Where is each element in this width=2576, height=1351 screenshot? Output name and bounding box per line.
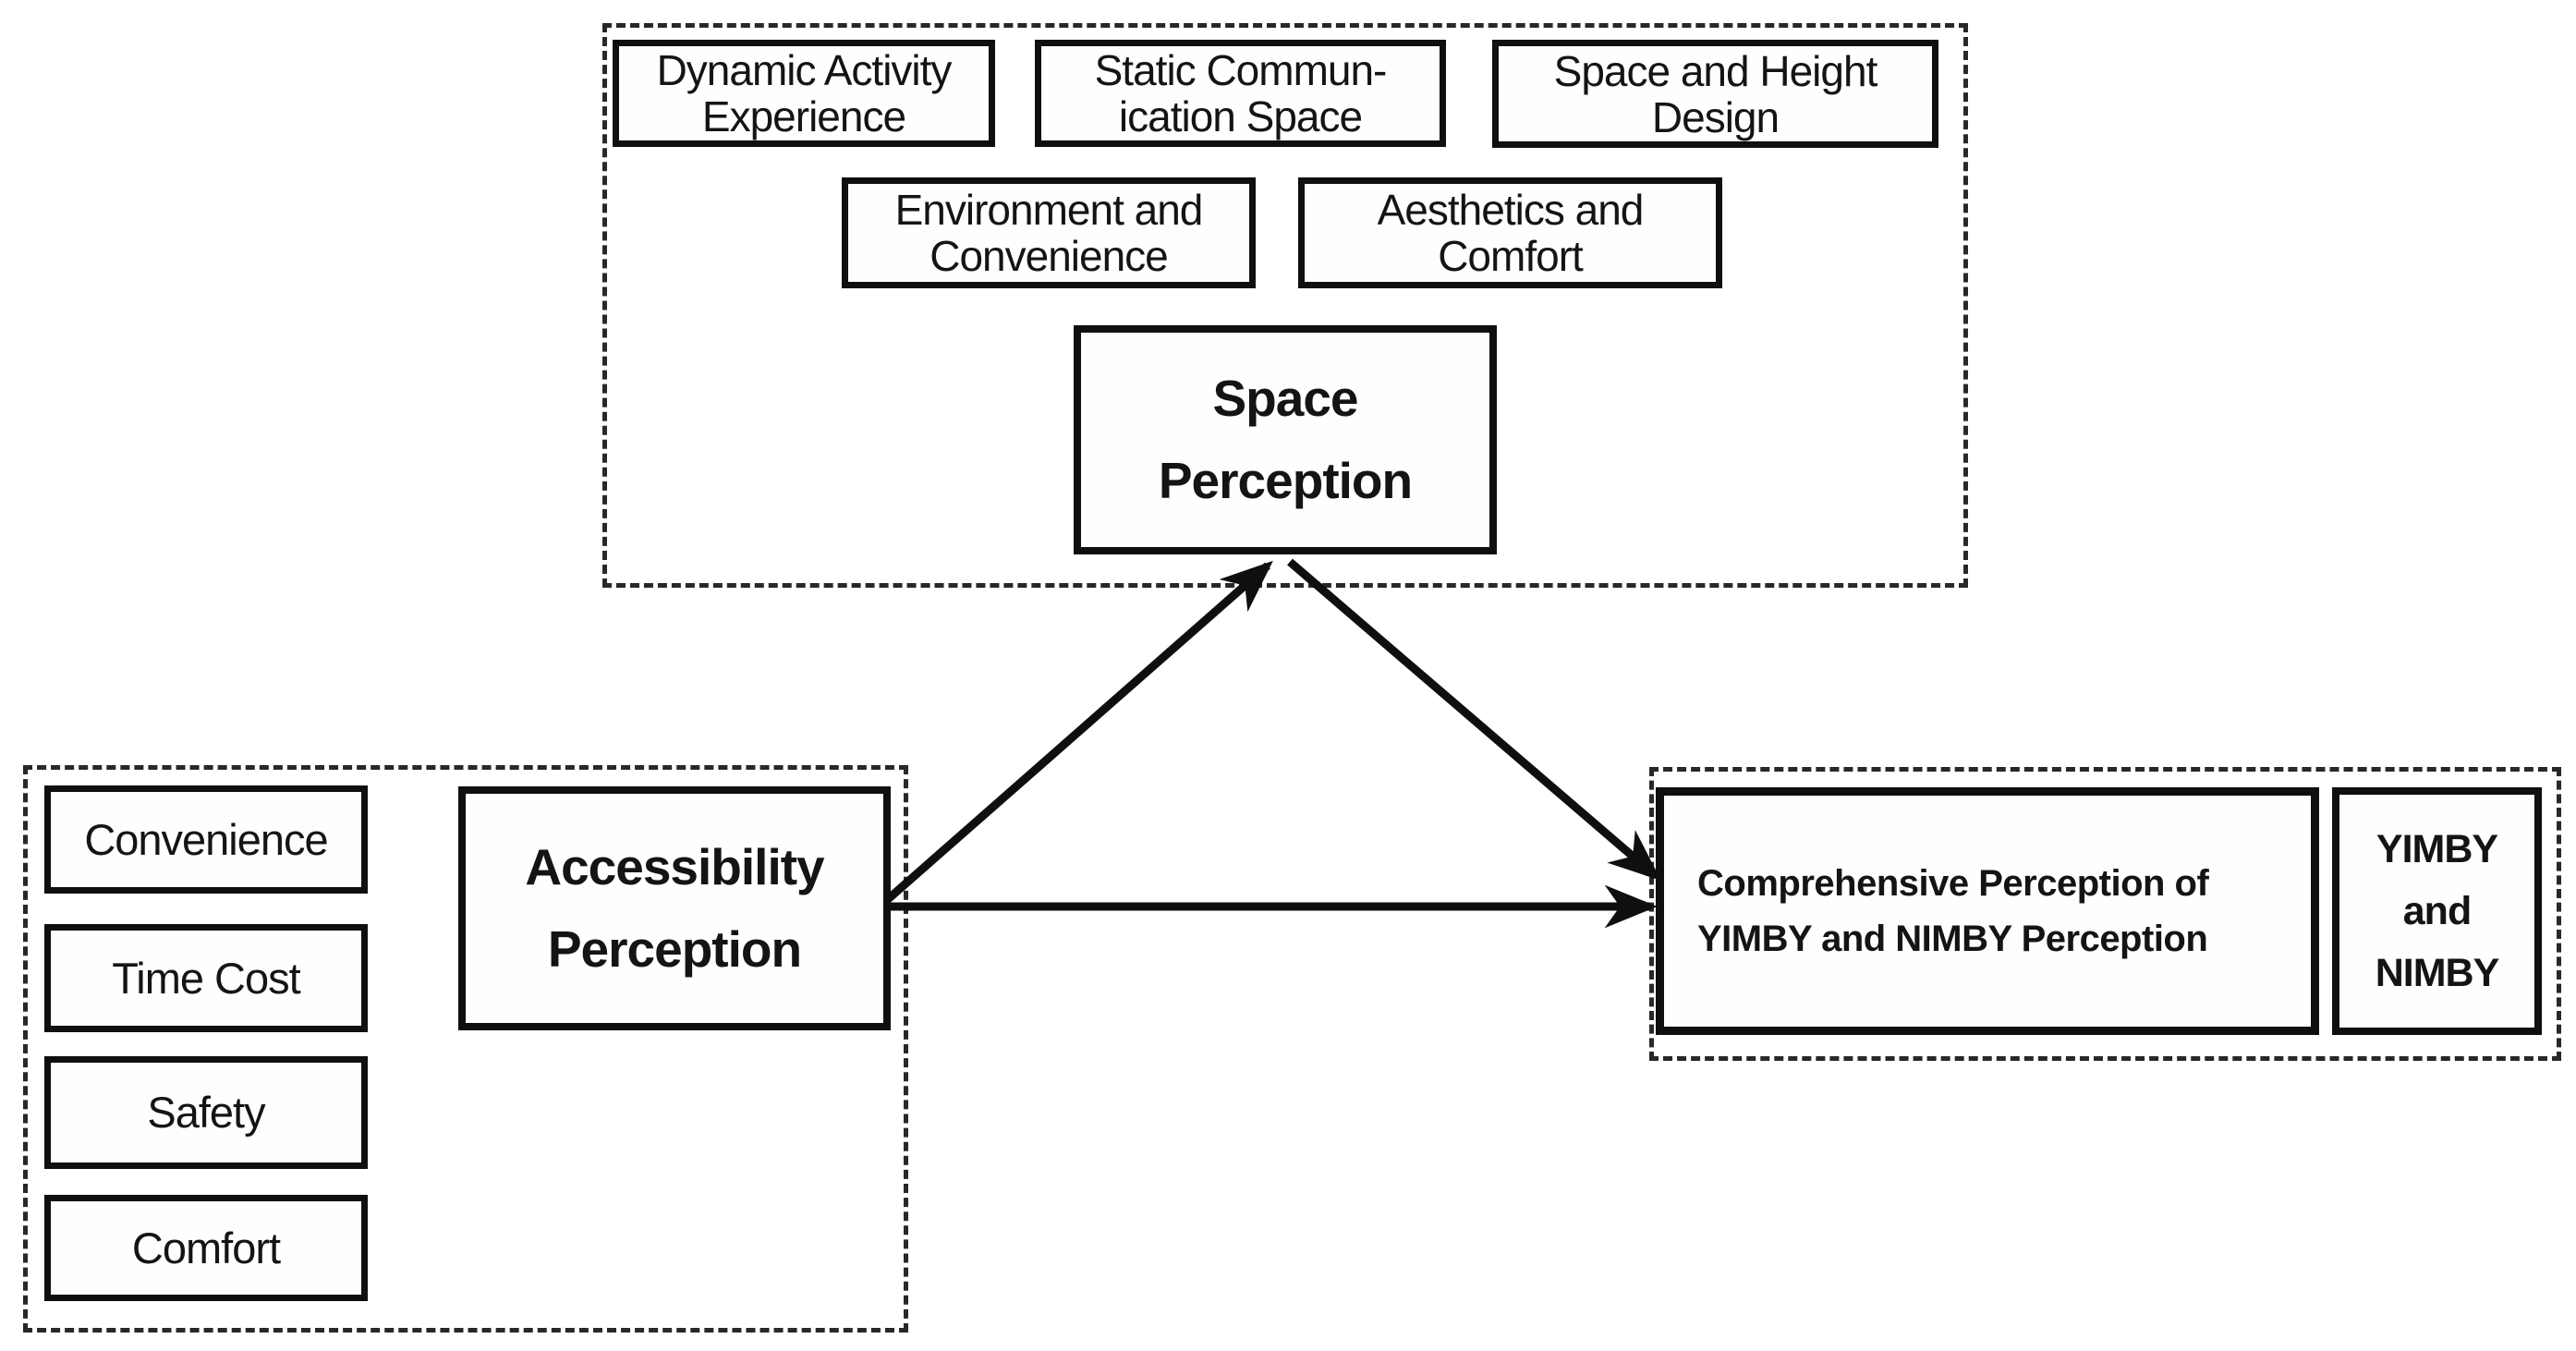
construct-box-comprehensive-perception: Comprehensive Perception of YIMBY and NI… (1656, 787, 2319, 1035)
accessibility-perception-group-frame (23, 765, 908, 1333)
indicator-box-space-and-height-design: Space and Height Design (1492, 40, 1938, 148)
space-perception-group-frame (602, 23, 1968, 588)
indicator-box-environment-and-convenience: Environment and Convenience (842, 177, 1256, 288)
construct-box-space-perception: Space Perception (1074, 325, 1497, 554)
indicator-box-comfort: Comfort (44, 1195, 368, 1301)
indicator-box-static-communication-space: Static Commun- ication Space (1035, 40, 1446, 147)
indicator-box-aesthetics-and-comfort: Aesthetics and Comfort (1298, 177, 1722, 288)
indicator-box-time-cost: Time Cost (44, 924, 368, 1032)
indicator-box-convenience: Convenience (44, 785, 368, 894)
arrow-accessibility-to-space (884, 560, 1273, 904)
construct-box-accessibility-perception: Accessibility Perception (458, 786, 891, 1030)
indicator-box-safety: Safety (44, 1056, 368, 1169)
indicator-box-dynamic-activity-experience: Dynamic Activity Experience (613, 40, 995, 147)
arrow-space-to-comprehensive (1287, 558, 1661, 882)
outcome-box-yimby-and-nimby: YIMBY and NIMBY (2332, 787, 2542, 1035)
